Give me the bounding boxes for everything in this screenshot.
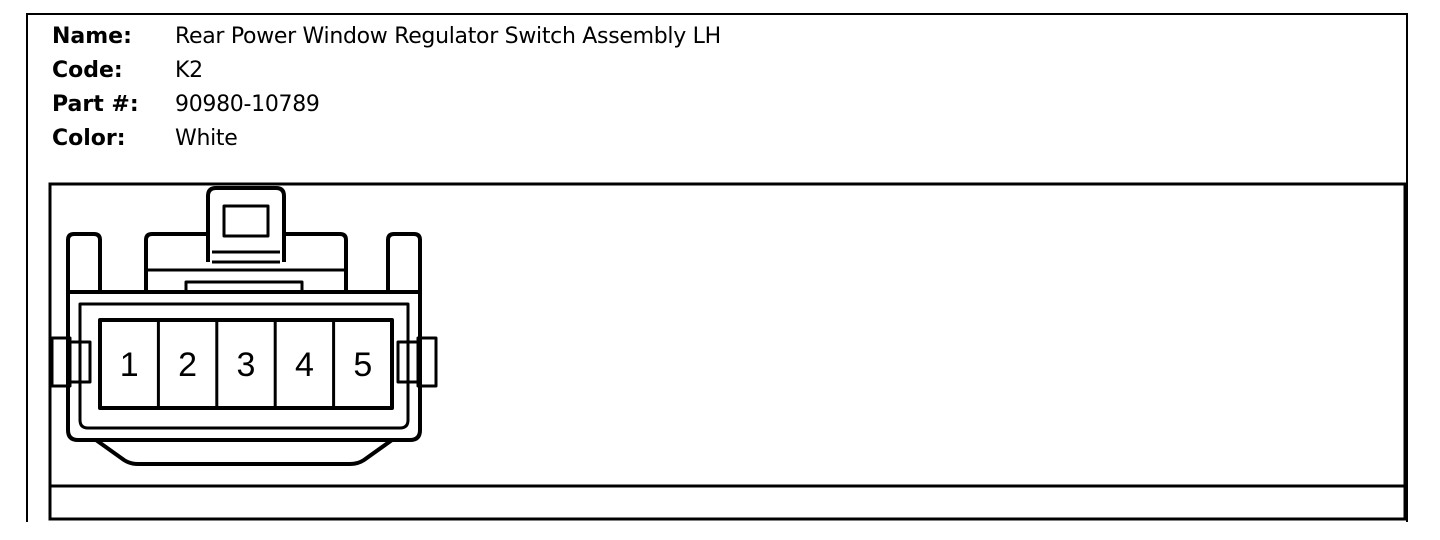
connector-pins: 1 2 3 4 5: [120, 320, 372, 408]
color-label: Color:: [52, 126, 126, 151]
left-post: [66, 232, 102, 292]
connector-info-block: Name: Rear Power Window Regulator Switch…: [52, 20, 721, 156]
bottom-skirt: [94, 438, 394, 466]
right-side-tab-inner: [396, 340, 422, 384]
pin-5-label: 5: [353, 346, 372, 384]
outer-housing: [66, 290, 422, 442]
left-shroud: [144, 232, 208, 290]
top-latch: [206, 186, 286, 262]
pin-2-label: 2: [178, 346, 197, 384]
left-side-tab-inner: [66, 340, 92, 384]
part-number-label: Part #:: [52, 92, 139, 117]
latch-window: [222, 204, 270, 238]
code-label: Code:: [52, 58, 123, 83]
color-value: White: [175, 126, 238, 151]
right-shroud: [284, 232, 348, 290]
part-number-value: 90980-10789: [175, 92, 320, 117]
pin-cavity-block: [98, 318, 394, 410]
diagram-frame: [26, 13, 1408, 522]
code-value: K2: [175, 58, 203, 83]
code-row: Code: K2: [52, 54, 721, 88]
right-side-tab: [416, 336, 438, 388]
name-label: Name:: [52, 24, 132, 49]
left-side-tab: [50, 336, 72, 388]
pin-4-label: 4: [295, 346, 314, 384]
connector-drawing: [50, 186, 438, 466]
picture-box: [48, 182, 1407, 521]
name-value: Rear Power Window Regulator Switch Assem…: [175, 24, 721, 49]
pin-3-label: 3: [237, 346, 256, 384]
right-post: [386, 232, 422, 292]
inner-housing: [78, 302, 410, 430]
name-row: Name: Rear Power Window Regulator Switch…: [52, 20, 721, 54]
part-number-row: Part #: 90980-10789: [52, 88, 721, 122]
color-row: Color: White: [52, 122, 721, 156]
pin-1-label: 1: [120, 346, 139, 384]
